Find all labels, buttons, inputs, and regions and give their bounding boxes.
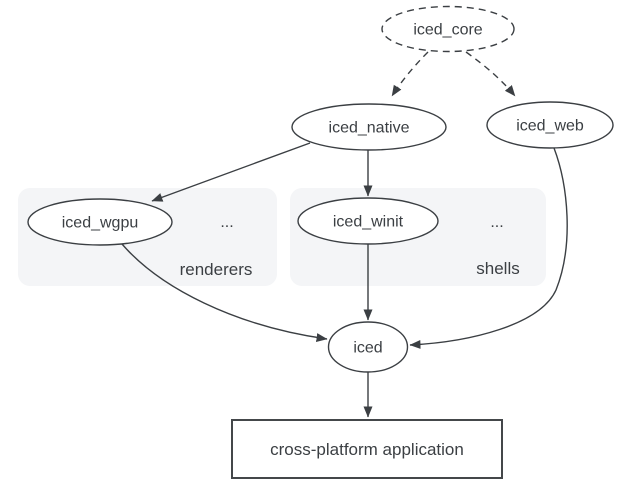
shells-ellipsis: ... [490, 214, 503, 231]
edge-iced_wgpu-iced [121, 243, 328, 342]
node-iced-web-label: iced_web [516, 118, 584, 135]
node-iced-native-label: iced_native [329, 120, 410, 137]
node-iced-native [291, 103, 447, 151]
node-iced [327, 321, 409, 373]
shells-group-label: shells [476, 259, 519, 278]
node-iced-core [381, 5, 515, 53]
node-iced-winit [297, 197, 439, 245]
node-application [231, 419, 503, 479]
edge-iced_core-iced_web [465, 51, 516, 97]
edge-iced_web-iced [409, 147, 568, 349]
edge-iced_core-iced_native [391, 51, 429, 97]
renderers-group-label: renderers [180, 260, 253, 279]
renderers-ellipsis: ... [220, 214, 233, 231]
node-iced-wgpu-label: iced_wgpu [62, 215, 139, 232]
node-iced-web [486, 101, 614, 149]
edge-iced_native-iced_wgpu [151, 142, 311, 202]
node-iced-winit-label: iced_winit [333, 214, 404, 231]
node-iced-label: iced [353, 340, 382, 357]
node-iced-wgpu [27, 198, 173, 246]
node-iced-core-label: iced_core [413, 22, 482, 39]
node-application-label: cross-platform application [270, 440, 464, 459]
